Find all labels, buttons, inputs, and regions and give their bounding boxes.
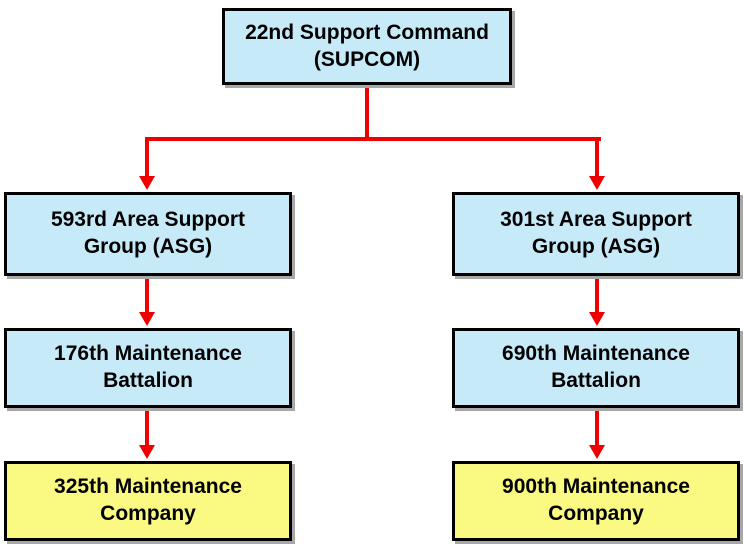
arrowhead-icon	[139, 445, 155, 459]
node-176th-battalion-label: 176th Maintenance Battalion	[54, 342, 242, 392]
node-900th-company: 900th Maintenance Company	[452, 461, 740, 541]
arrow-301st-to-690th-icon	[589, 278, 605, 326]
arrow-690th-to-900th-icon	[589, 410, 605, 459]
arrow-shaft	[145, 141, 149, 177]
node-supcom: 22nd Support Command (SUPCOM)	[222, 8, 512, 85]
node-301st-asg-label: 301st Area Support Group (ASG)	[500, 208, 692, 258]
arrow-supcom-to-593rd-icon	[139, 141, 155, 190]
node-900th-company-label: 900th Maintenance Company	[502, 475, 690, 525]
arrow-supcom-to-301st-icon	[589, 141, 605, 190]
arrowhead-icon	[139, 312, 155, 326]
node-176th-battalion: 176th Maintenance Battalion	[4, 328, 292, 408]
arrow-shaft	[595, 410, 599, 446]
node-325th-company: 325th Maintenance Company	[4, 461, 292, 541]
node-690th-battalion: 690th Maintenance Battalion	[452, 328, 740, 408]
node-325th-company-label: 325th Maintenance Company	[54, 475, 242, 525]
connector-trunk-vertical	[365, 85, 369, 141]
node-593rd-asg: 593rd Area Support Group (ASG)	[4, 192, 292, 276]
arrow-shaft	[595, 141, 599, 177]
arrow-shaft	[145, 410, 149, 446]
arrow-shaft	[595, 278, 599, 313]
arrowhead-icon	[589, 176, 605, 190]
arrow-176th-to-325th-icon	[139, 410, 155, 459]
node-593rd-asg-label: 593rd Area Support Group (ASG)	[50, 208, 246, 258]
node-supcom-label: 22nd Support Command (SUPCOM)	[245, 20, 489, 71]
arrow-593rd-to-176th-icon	[139, 278, 155, 326]
arrowhead-icon	[589, 312, 605, 326]
node-301st-asg: 301st Area Support Group (ASG)	[452, 192, 740, 276]
arrowhead-icon	[139, 176, 155, 190]
node-690th-battalion-label: 690th Maintenance Battalion	[502, 342, 690, 392]
connector-branch-horizontal	[145, 137, 601, 141]
arrow-shaft	[145, 278, 149, 313]
arrowhead-icon	[589, 445, 605, 459]
